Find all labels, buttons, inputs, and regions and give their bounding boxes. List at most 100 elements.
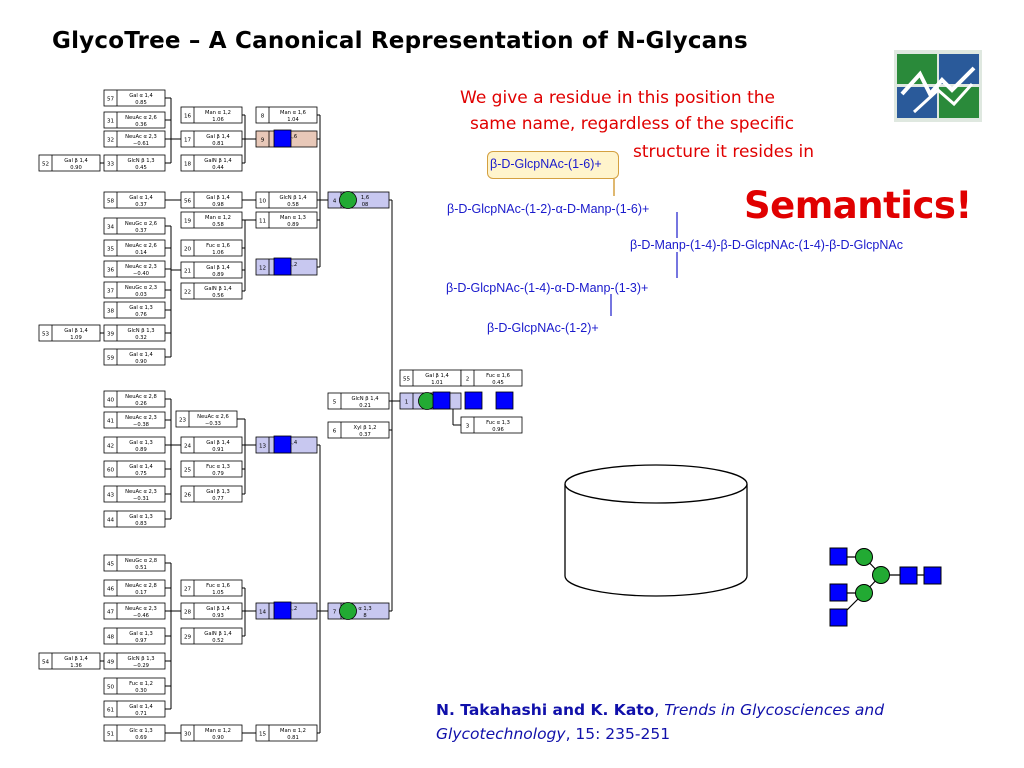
node-label: 1,2 [289, 262, 297, 268]
node-label: NeuGc α 2,6 [125, 221, 157, 227]
highlighted-residue: β-D-GlcpNAc-(1-6)+ [490, 157, 602, 171]
node-label: Gal β 1,4 [206, 195, 230, 201]
node-value: 0.91 [212, 447, 224, 453]
node-number: 34 [107, 225, 115, 231]
node-number: 8 [261, 114, 265, 120]
node-value: 0.58 [212, 222, 224, 228]
node-number: 38 [107, 309, 115, 315]
node-number: 13 [259, 444, 267, 450]
node-value: 1.06 [212, 117, 224, 123]
node-label: 1,6 [289, 134, 297, 140]
node-number: 23 [179, 418, 187, 424]
node-value: 1.04 [287, 117, 299, 123]
glycan-branch-1-2: β-D-GlcpNAc-(1-2)+ [487, 321, 599, 335]
glcnac-square-icon [273, 601, 292, 620]
node-label: NeuAc α 2,6 [125, 243, 157, 249]
node-number: 26 [184, 493, 192, 499]
glcnac-square-icon [464, 391, 483, 410]
node-number: 25 [184, 468, 192, 474]
node-number: 6 [333, 429, 337, 435]
node-label: Gal β 1,4 [206, 440, 230, 446]
node-number: 17 [184, 138, 192, 144]
node-label: GlcN β 1,3 [127, 656, 154, 662]
node-value: 0.79 [212, 471, 224, 477]
node-number: 30 [184, 732, 192, 738]
node-label: GalN β 1,4 [204, 158, 232, 164]
node-number: 56 [184, 199, 192, 205]
tree-node-57: 57 Gal α 1,40.85 [103, 89, 166, 107]
node-value: 0.17 [135, 590, 147, 596]
node-label: Gal α 1,4 [129, 93, 153, 99]
node-label: GlcN β 1,3 [127, 158, 154, 164]
node-value: 0.98 [212, 202, 224, 208]
node-number: 22 [184, 290, 191, 296]
citation-details: , 15: 235-251 [565, 725, 671, 743]
node-number: 20 [184, 247, 192, 253]
node-number: 32 [107, 138, 114, 144]
node-label: Fuc α 1,2 [129, 681, 153, 687]
node-value: 0.90 [135, 359, 147, 365]
node-number: 5 [333, 400, 337, 406]
node-value: −0.40 [133, 271, 149, 277]
node-number: 31 [107, 119, 115, 125]
node-number: 57 [107, 97, 115, 103]
node-label: NeuAc α 2,8 [125, 394, 157, 400]
node-number: 52 [42, 162, 49, 168]
node-label: Man α 1,6 [280, 110, 306, 116]
tree-node-4: 41,608 [327, 191, 390, 209]
node-value: 0.32 [135, 335, 147, 341]
node-label: GlcN β 1,4 [351, 396, 379, 402]
node-label: NeuAc α 2,8 [125, 583, 157, 589]
node-value: 0.37 [135, 228, 147, 234]
node-label: Fuc α 1,6 [206, 243, 230, 249]
node-number: 24 [184, 444, 192, 450]
node-label: Gal α 1,4 [129, 704, 153, 710]
node-value: 0.44 [212, 165, 224, 171]
node-number: 46 [107, 587, 115, 593]
node-number: 51 [107, 732, 115, 738]
node-value: 0.36 [135, 122, 147, 128]
node-label: Gal β 1,4 [206, 134, 230, 140]
node-label: NeuAc α 2,3 [125, 134, 157, 140]
tree-node-20: 20 Fuc α 1,61.06 [180, 239, 243, 257]
node-number: 9 [261, 138, 265, 144]
node-value: 0.85 [135, 100, 147, 106]
node-label: Man α 1,3 [280, 215, 306, 221]
node-label: 1,4 [289, 440, 298, 446]
node-value: 0.30 [135, 688, 147, 694]
glcnac-square-icon [273, 435, 292, 454]
node-number: 19 [184, 219, 192, 225]
node-label: Fuc α 1,3 [486, 420, 510, 426]
node-value: 1.06 [212, 250, 224, 256]
node-number: 28 [184, 610, 192, 616]
node-value: 0.96 [492, 427, 504, 433]
node-value: −0.61 [133, 141, 149, 147]
node-value: 0.75 [135, 471, 147, 477]
node-number: 47 [107, 610, 115, 616]
glcnac-square-icon [273, 257, 292, 276]
node-label: Gal β 1,4 [64, 656, 88, 662]
node-value: 1.36 [70, 663, 82, 669]
node-value: 0.93 [212, 613, 224, 619]
node-label: NeuAc α 2,3 [125, 264, 157, 270]
node-number: 15 [259, 732, 267, 738]
